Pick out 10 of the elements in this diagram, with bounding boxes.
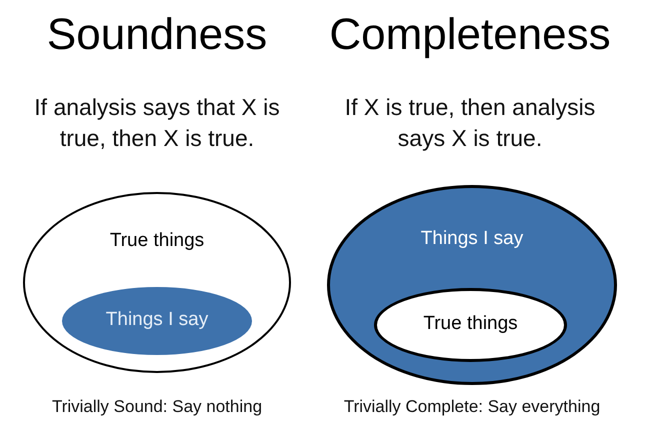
ellipse-label: True things [422,313,519,335]
statement-text: If analysis says that X is true, then X is true. [33,93,281,153]
heading: Soundness [46,10,268,60]
caption: Trivially Complete: Say everything [342,397,602,417]
caption: Trivially Sound: Say nothing [50,397,264,417]
ellipse-label: Things I say [104,309,210,331]
statement-text: If X is true, then analysis says X is true. [344,93,596,153]
heading: Completeness [328,10,612,60]
ellipse-label: Things I say [420,228,524,250]
ellipse-label: True things [108,230,206,252]
